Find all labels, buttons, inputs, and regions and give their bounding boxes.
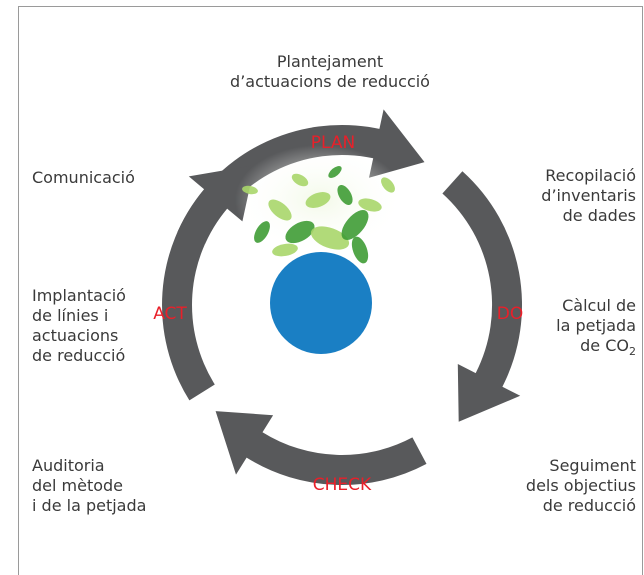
leaf-icon [351, 236, 369, 264]
step-calcul-line-3: de CO2 [516, 336, 636, 362]
step-seguiment: Seguiment dels objectius de reducció [496, 456, 636, 516]
step-implantacio-line-1: Implantació [32, 286, 126, 305]
arrow-plan [177, 109, 425, 245]
arrow-act [162, 165, 255, 401]
blue-sphere-icon [270, 252, 372, 354]
step-recopilacio: Recopilació d’inventaris de dades [516, 166, 636, 226]
leaf-icon [254, 221, 270, 243]
step-calcul-line-1: Càlcul de [562, 296, 636, 315]
leaf-icon [242, 185, 258, 195]
step-plantejament-line-2: d’actuacions de reducció [230, 72, 430, 91]
step-recopilacio-line-1: Recopilació [545, 166, 636, 185]
leaves-icon [242, 166, 395, 264]
step-auditoria-line-1: Auditoria [32, 456, 105, 475]
leaf-icon [341, 210, 369, 240]
center-illustration [235, 145, 405, 354]
step-calcul-co: de CO [580, 336, 629, 355]
leaf-icon [268, 199, 292, 221]
step-implantacio-line-2: de línies i [32, 306, 109, 325]
step-comunicacio-line-1: Comunicació [32, 168, 135, 187]
step-auditoria-line-3: i de la petjada [32, 496, 147, 515]
step-seguiment-line-3: de reducció [542, 496, 636, 515]
leaf-icon [337, 185, 353, 205]
step-implantacio-line-3: actuacions [32, 326, 119, 345]
leaf-icon [328, 166, 342, 178]
leaf-icon [291, 173, 309, 187]
step-recopilacio-line-3: de dades [562, 206, 636, 225]
leaf-icon [358, 198, 382, 212]
leaf-icon [305, 192, 331, 208]
arrow-check [215, 411, 427, 485]
leaf-icon [285, 220, 315, 244]
cycle-arrows [162, 109, 523, 485]
leaf-icon [272, 243, 298, 257]
step-seguiment-line-2: dels objectius [525, 476, 636, 495]
step-seguiment-line-1: Seguiment [549, 456, 636, 475]
leaf-icon [381, 177, 395, 193]
step-auditoria-line-2: del mètode [32, 476, 124, 495]
phase-plan: PLAN [311, 133, 355, 153]
phase-act: ACT [153, 304, 187, 324]
step-plantejament-line-1: Plantejament [276, 52, 384, 71]
step-recopilacio-line-2: d’inventaris [541, 186, 636, 205]
step-implantacio: Implantació de línies i actuacions de re… [32, 286, 126, 366]
step-implantacio-line-4: de reducció [32, 346, 126, 365]
diagram-frame [18, 6, 643, 575]
step-comunicacio: Comunicació [32, 168, 135, 188]
arrow-do [442, 171, 523, 422]
step-plantejament: Plantejament d’actuacions de reducció [200, 52, 460, 92]
phase-do: DO [497, 304, 523, 324]
step-auditoria: Auditoria del mètode i de la petjada [32, 456, 146, 516]
step-calcul-subscript: 2 [629, 345, 636, 359]
step-calcul: Càlcul de la petjada de CO2 [516, 296, 636, 362]
phase-check: CHECK [313, 475, 372, 495]
leaf-icon [310, 226, 350, 250]
step-calcul-line-2: la petjada [556, 316, 636, 335]
